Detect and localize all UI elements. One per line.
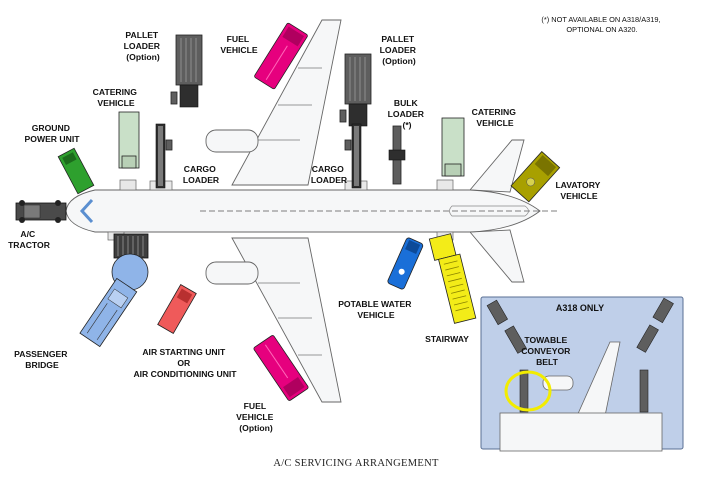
pallet-loader-right <box>339 53 372 127</box>
upper-stabilizer <box>469 139 525 193</box>
cargo-loader-right <box>344 123 362 189</box>
pallet-loader-left <box>170 34 203 108</box>
label-fuel-vehicle-bottom: FUEL VEHICLE (Option) <box>236 401 276 433</box>
label-ground-power-unit: GROUND POWER UNIT <box>25 123 81 144</box>
lavatory-vehicle <box>510 151 561 203</box>
lower-engine <box>205 261 259 285</box>
wing-flap-lines <box>258 67 322 356</box>
fuel-vehicle-bottom <box>253 335 309 401</box>
air-starting-unit-vehicle <box>157 284 197 334</box>
label-passenger-bridge: PASSENGER BRIDGE <box>14 349 70 370</box>
label-pallet-loader-right: PALLET LOADER (Option) <box>380 34 419 66</box>
lower-wing <box>231 237 342 403</box>
bulk-loader-vehicle <box>388 125 406 185</box>
label-cargo-loader-right: CARGO LOADER <box>311 164 348 185</box>
inset-conveyor-label: TOWABLE CONVEYOR BELT <box>521 335 573 367</box>
ground-power-unit-vehicle <box>57 147 95 195</box>
label-catering-vehicle-left: CATERING VEHICLE <box>93 87 140 108</box>
cockpit-windows <box>79 198 94 224</box>
label-air-starting-unit: AIR STARTING UNIT OR AIR CONDITIONING UN… <box>133 347 237 379</box>
aircraft <box>65 19 560 403</box>
tractor-vehicle <box>15 200 67 223</box>
availability-note: (*) NOT AVAILABLE ON A318/A319, OPTIONAL… <box>541 15 662 34</box>
label-tractor: A/C TRACTOR <box>8 229 51 250</box>
lower-stabilizer <box>469 229 525 283</box>
label-stairway: STAIRWAY <box>425 334 469 344</box>
passenger-bridge <box>79 233 149 348</box>
label-cargo-loader-left: CARGO LOADER <box>183 164 220 185</box>
label-pallet-loader-left: PALLET LOADER (Option) <box>124 30 163 62</box>
a318-inset <box>480 296 684 452</box>
upper-wing <box>231 19 342 186</box>
label-lavatory-vehicle: LAVATORY VEHICLE <box>555 180 602 201</box>
catering-vehicle-right <box>441 117 465 177</box>
label-potable-water-vehicle: POTABLE WATER VEHICLE <box>338 299 414 320</box>
conveyor-highlight-circle <box>504 370 552 412</box>
fuel-vehicle-top <box>254 22 308 90</box>
tail-fin <box>449 205 529 217</box>
potable-water-vehicle <box>387 237 424 290</box>
cargo-loader-left <box>155 123 173 189</box>
label-catering-vehicle-right: CATERING VEHICLE <box>472 107 519 128</box>
label-fuel-vehicle-top: FUEL VEHICLE <box>220 34 258 55</box>
catering-vehicle-left <box>118 111 140 169</box>
label-bulk-loader: BULK LOADER (*) <box>388 98 427 130</box>
upper-engine <box>205 129 259 153</box>
inset-title: A318 ONLY <box>556 303 604 313</box>
inset-loaders <box>486 297 674 413</box>
stairway-vehicle <box>428 233 477 324</box>
diagram-caption: A/C SERVICING ARRANGEMENT <box>273 458 439 469</box>
